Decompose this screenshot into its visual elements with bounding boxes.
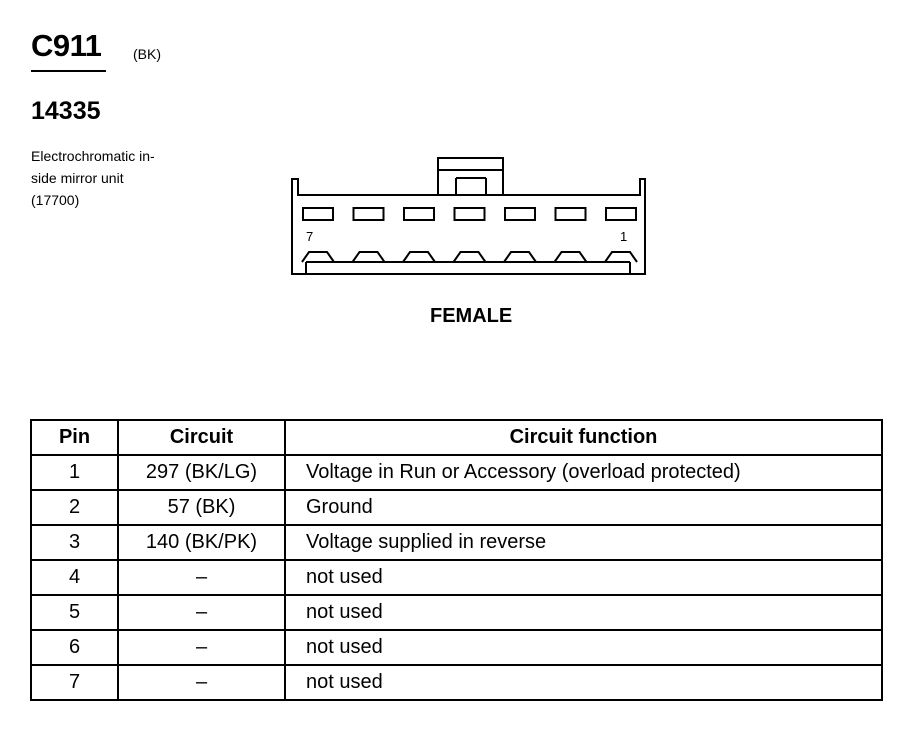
component-description: Electrochromatic in- side mirror unit (1… (31, 145, 191, 211)
pin-cell: 7 (30, 664, 119, 701)
pin-cell: 5 (30, 594, 119, 631)
connector-id-underline (31, 70, 106, 72)
circuit-cell: 57 (BK) (117, 489, 286, 526)
part-number: 14335 (31, 97, 101, 125)
pin-cavity (352, 207, 385, 221)
pin-cavity (504, 207, 536, 221)
pin-cell: 6 (30, 629, 119, 666)
connector-housing (291, 178, 646, 275)
pin-cavity (605, 207, 637, 221)
table-row: 5–not used (30, 594, 883, 631)
pin-cavities (302, 207, 637, 221)
pin-label-left: 7 (306, 229, 313, 244)
function-cell: Voltage supplied in reverse (284, 524, 883, 561)
lock-tooth (452, 251, 487, 263)
function-cell: not used (284, 629, 883, 666)
table-row: 7–not used (30, 664, 883, 701)
lock-tooth (351, 251, 386, 263)
table-row: 6–not used (30, 629, 883, 666)
connector-color-code: (BK) (133, 46, 161, 62)
pin-cavity (554, 207, 587, 221)
table-row: 4–not used (30, 559, 883, 596)
column-header-function: Circuit function (284, 419, 883, 456)
pin-cavity (403, 207, 435, 221)
lock-tooth (301, 251, 335, 263)
pin-label-right: 1 (620, 229, 627, 244)
circuit-cell: – (117, 594, 286, 631)
lock-tooth (553, 251, 588, 263)
circuit-cell: 297 (BK/LG) (117, 454, 286, 491)
lock-tooth (604, 251, 638, 263)
column-header-circuit: Circuit (117, 419, 286, 456)
function-cell: not used (284, 559, 883, 596)
lock-tooth (402, 251, 436, 263)
lock-tooth (503, 251, 537, 263)
circuit-cell: – (117, 559, 286, 596)
pin-cell: 2 (30, 489, 119, 526)
pin-cavity (453, 207, 486, 221)
connector-face-diagram: 7 1 (291, 157, 646, 275)
locking-tab (437, 157, 504, 196)
pin-cell: 4 (30, 559, 119, 596)
connector-gender-label: FEMALE (430, 305, 513, 327)
column-header-pin: Pin (30, 419, 119, 456)
circuit-cell: 140 (BK/PK) (117, 524, 286, 561)
component-description-line: Electrochromatic in- (31, 148, 155, 164)
table-header-row: Pin Circuit Circuit function (30, 419, 883, 456)
connector-id: C911 (31, 28, 102, 63)
circuit-cell: – (117, 629, 286, 666)
component-description-line: (17700) (31, 192, 80, 208)
component-description-line: side mirror unit (31, 170, 124, 186)
circuit-cell: – (117, 664, 286, 701)
pin-cavity (302, 207, 334, 221)
lock-teeth (301, 251, 638, 263)
locking-tab-inner (438, 169, 503, 195)
pin-cell: 3 (30, 524, 119, 561)
function-cell: Ground (284, 489, 883, 526)
function-cell: not used (284, 664, 883, 701)
function-cell: not used (284, 594, 883, 631)
connector-lower-rail (305, 262, 631, 274)
function-cell: Voltage in Run or Accessory (overload pr… (284, 454, 883, 491)
pin-cell: 1 (30, 454, 119, 491)
